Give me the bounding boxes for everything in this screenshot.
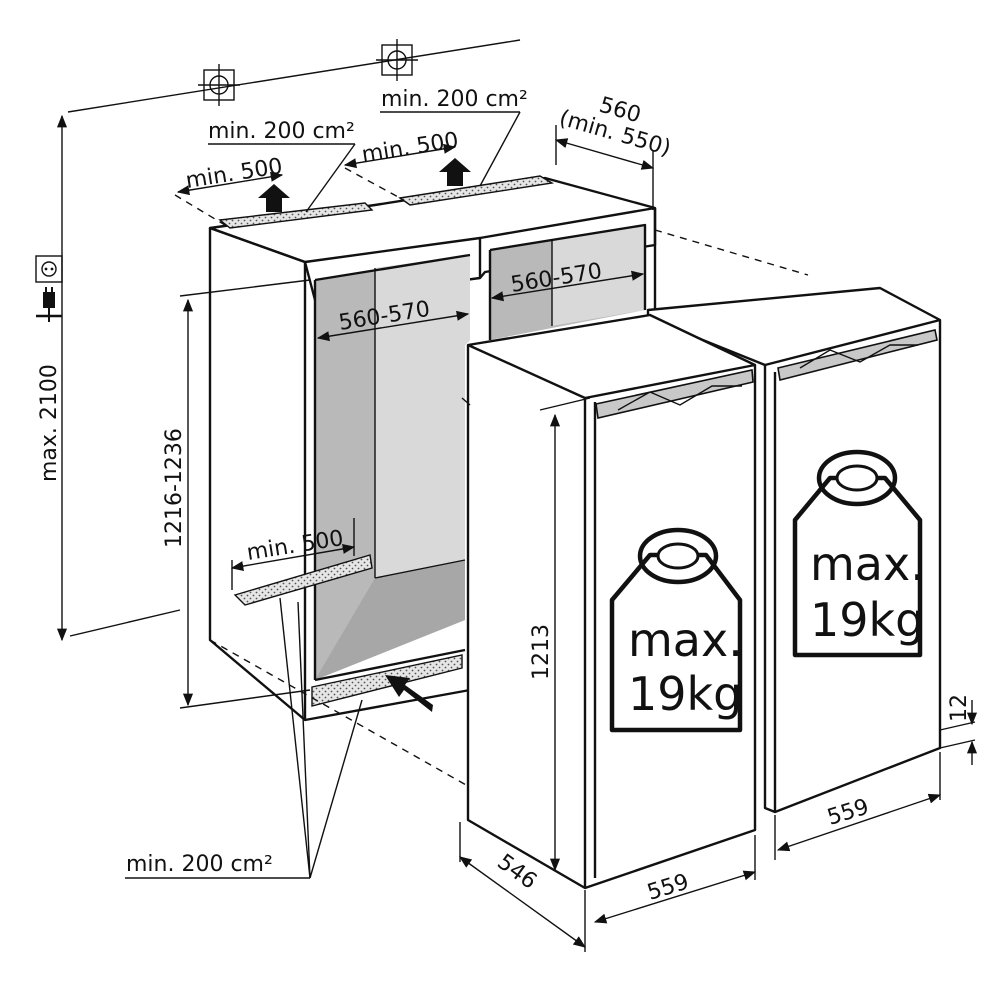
- vent-top-right-area-label: min. 200 cm²: [381, 87, 528, 112]
- load-front-line1: max.: [628, 613, 743, 667]
- load-back-line1: max.: [810, 537, 925, 591]
- vent-top-left-area-label: min. 200 cm²: [208, 119, 355, 144]
- appliance-height-dimension: 1213: [529, 397, 591, 872]
- plinth-gap-dimension: 12: [947, 694, 978, 765]
- vent-top-left-depth-label: min. 500: [184, 154, 284, 194]
- weight-icon: max. 19kg: [609, 527, 743, 733]
- max-height-label: max. 2100: [37, 364, 62, 482]
- vent-top-right-depth-label: min. 500: [360, 128, 460, 168]
- niche-height-label: 1216-1236: [162, 428, 187, 548]
- power-plug-icon: [36, 287, 62, 322]
- vent-bottom-area-label: min. 200 cm²: [126, 852, 273, 877]
- power-socket-icon: [35, 255, 63, 283]
- weight-icon: max. 19kg: [792, 449, 925, 658]
- appliance-width-front-label: 559: [644, 870, 691, 906]
- plinth-gap-label: 12: [947, 694, 972, 722]
- load-front-line2: 19kg: [628, 667, 742, 721]
- wall-top-line: [67, 39, 521, 113]
- vent-top-right: min. 500 min. 200 cm²: [343, 87, 528, 199]
- appliance-width-back-label: 559: [824, 795, 871, 831]
- load-back-line2: 19kg: [810, 593, 924, 647]
- max-height-dimension: max. 2100: [37, 114, 181, 642]
- appliance-height-label: 1213: [529, 624, 554, 680]
- niche-height-dimension: 1216-1236: [162, 279, 311, 709]
- appliance-front: [461, 313, 757, 890]
